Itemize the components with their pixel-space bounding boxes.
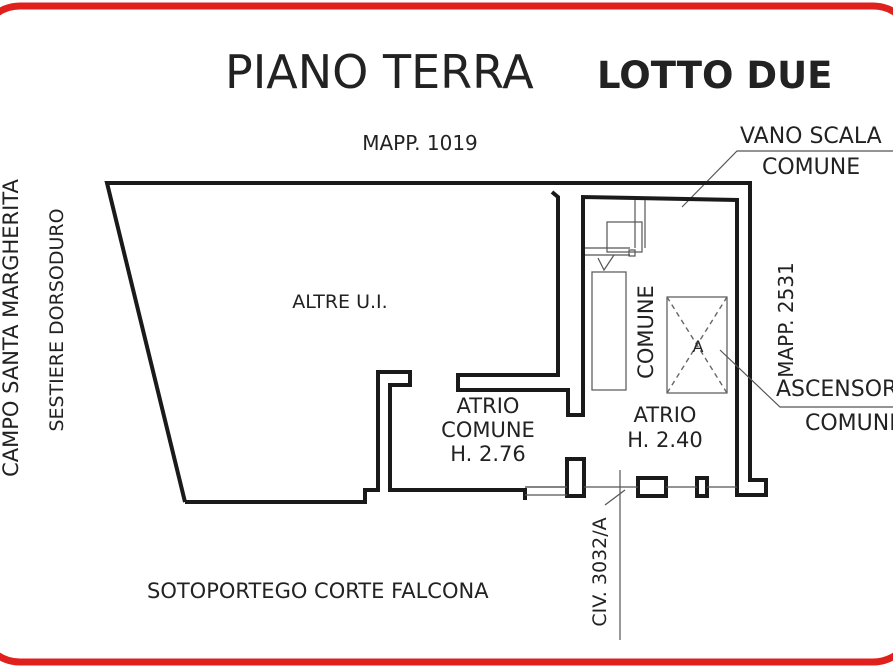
civico-tick bbox=[604, 489, 626, 506]
mapp-east-label: MAPP. 2531 bbox=[774, 262, 798, 378]
atrio-comune-label-2: COMUNE bbox=[441, 418, 535, 442]
lift-mark: A bbox=[693, 337, 704, 356]
atrio-comune-label-1: ATRIO bbox=[457, 394, 520, 418]
vano-scala-label-1: VANO SCALA bbox=[740, 124, 882, 149]
sotoportego-label: SOTOPORTEGO CORTE FALCONA bbox=[147, 579, 489, 603]
plan-subtitle: LOTTO DUE bbox=[597, 54, 832, 97]
atrio-comune-label-3: H. 2.76 bbox=[450, 442, 526, 466]
sestiere-label: SESTIERE DORSODURO bbox=[46, 208, 68, 431]
civico-label: CIV. 3032/A bbox=[589, 517, 611, 626]
atrio-label-2: H. 2.40 bbox=[627, 428, 703, 452]
staircase bbox=[585, 200, 646, 391]
elevator-shaft bbox=[666, 296, 728, 394]
ascensore-leader bbox=[719, 349, 893, 408]
campo-label: CAMPO SANTA MARGHERITA bbox=[0, 178, 23, 476]
ascensore-label-2: COMUNE bbox=[805, 411, 893, 436]
altre-ui-label: ALTRE U.I. bbox=[292, 291, 387, 313]
comune-vertical-label: COMUNE bbox=[634, 285, 658, 379]
walls bbox=[104, 181, 768, 504]
mapp-north-label: MAPP. 1019 bbox=[362, 131, 478, 155]
vano-scala-label-2: COMUNE bbox=[762, 155, 860, 180]
plan-title: PIANO TERRA bbox=[225, 45, 534, 99]
ascensore-label-1: ASCENSORE bbox=[776, 377, 893, 402]
vano-scala-leader bbox=[681, 150, 893, 208]
atrio-label-1: ATRIO bbox=[634, 403, 697, 427]
